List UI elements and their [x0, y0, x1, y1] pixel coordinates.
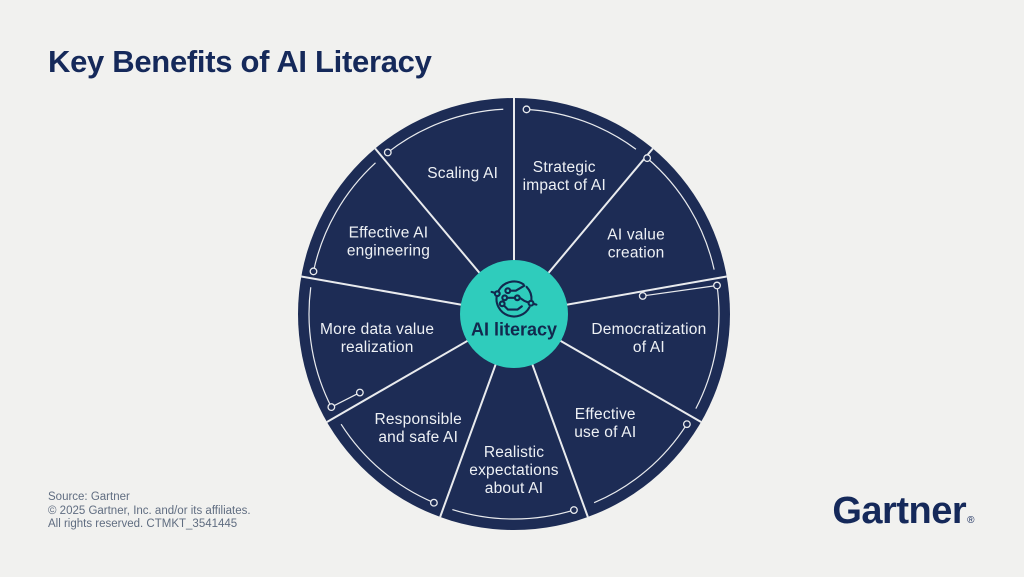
segment-decor-arc — [452, 508, 575, 520]
segment-decor-arc — [695, 285, 720, 409]
segment-decor-arc — [312, 162, 376, 272]
circuit-node — [522, 105, 531, 114]
segment-decor-arc — [593, 423, 688, 504]
gartner-logo-text: Gartner — [832, 490, 967, 532]
circuit-node — [327, 403, 336, 412]
ai-circuit-icon — [490, 280, 538, 318]
registered-mark-icon: ® — [967, 515, 974, 526]
copyright-line: © 2025 Gartner, Inc. and/or its affiliat… — [48, 504, 251, 517]
segment-decor-arc — [340, 423, 435, 504]
circuit-node — [383, 148, 392, 157]
segment-decor-arc — [526, 108, 637, 150]
circuit-node — [713, 281, 721, 290]
segment-decor-arc — [646, 157, 715, 270]
circuit-node — [682, 420, 691, 429]
circuit-node — [643, 154, 652, 163]
circuit-node — [355, 388, 364, 397]
circuit-node — [429, 498, 438, 507]
segment-decor-arc — [387, 108, 504, 153]
segment-decor-line — [642, 284, 718, 297]
gartner-logo: Gartner® — [832, 490, 974, 533]
circuit-node — [638, 291, 647, 300]
circuit-node — [569, 506, 578, 514]
rights-line: All rights reserved. CTMKT_3541445 — [48, 518, 238, 531]
center-hub — [460, 260, 568, 368]
segment-decor-arc — [308, 287, 332, 408]
wheel-segment-label: Scaling AI — [427, 165, 498, 182]
segment-decor-line — [331, 392, 361, 408]
source-line: Source: Gartner — [48, 491, 130, 503]
circuit-node — [309, 267, 318, 276]
page-title: Key Benefits of AI Literacy — [48, 44, 432, 79]
center-label: AI literacy — [471, 320, 557, 340]
source-attribution: Source: Gartner © 2025 Gartner, Inc. and… — [48, 491, 251, 532]
